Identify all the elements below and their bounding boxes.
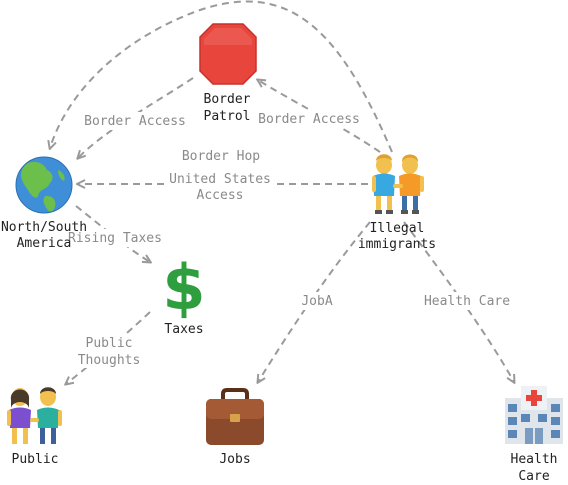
- edge-taxes-to-public: [66, 311, 151, 384]
- node-north-south-america[interactable]: North/South America: [1, 156, 87, 251]
- edge-label-access: Access: [197, 188, 244, 203]
- stop-sign-icon: [199, 23, 257, 85]
- hospital-icon: [505, 386, 563, 444]
- node-label-health-line2: Care: [518, 469, 549, 484]
- edge-labels: Border Access Border Access Border Hop U…: [68, 110, 510, 368]
- node-label-health-line1: Health: [511, 452, 558, 467]
- edges: [50, 0, 514, 384]
- briefcase-icon: [206, 388, 264, 445]
- edge-immigrants-to-america-arc: [50, 0, 393, 153]
- node-label-immigrants-line2: immigrants: [358, 237, 436, 252]
- edge-label-border-hop: Border Hop: [182, 149, 260, 164]
- edge-label-united-states: United States: [169, 172, 271, 187]
- edge-patrol-to-america: [78, 77, 194, 158]
- node-health-care[interactable]: Health Care: [505, 386, 563, 484]
- node-label-border-patrol-line2: Patrol: [204, 109, 251, 124]
- edge-label-thoughts: Thoughts: [78, 353, 141, 368]
- node-label-public: Public: [12, 452, 59, 467]
- couple-icon: [7, 387, 62, 444]
- edge-label-joba: JobA: [301, 294, 332, 309]
- node-label-america-line2: America: [17, 236, 72, 251]
- edge-label-health-care: Health Care: [424, 294, 510, 309]
- dollar-sign-icon: $: [162, 251, 205, 324]
- node-label-immigrants-line1: Illegal: [370, 221, 425, 236]
- couple-icon: [372, 154, 424, 214]
- node-jobs[interactable]: Jobs: [206, 388, 264, 467]
- node-border-patrol[interactable]: Border Patrol: [199, 23, 257, 124]
- node-taxes[interactable]: $ Taxes: [162, 251, 205, 337]
- edge-label-immigrants-to-patrol: Border Access: [258, 112, 360, 127]
- globe-americas-icon: [15, 156, 73, 214]
- node-label-border-patrol-line1: Border: [204, 92, 251, 107]
- node-label-taxes: Taxes: [164, 322, 203, 337]
- edge-label-patrol-to-america: Border Access: [84, 114, 186, 129]
- node-public[interactable]: Public: [7, 387, 62, 467]
- edge-label-rising-taxes: Rising Taxes: [68, 231, 162, 246]
- node-illegal-immigrants[interactable]: Illegal immigrants: [358, 154, 436, 252]
- node-label-america-line1: North/South: [1, 220, 87, 235]
- edge-label-public: Public: [86, 336, 133, 351]
- node-label-jobs: Jobs: [219, 452, 250, 467]
- stop-sign-highlight: [204, 28, 252, 45]
